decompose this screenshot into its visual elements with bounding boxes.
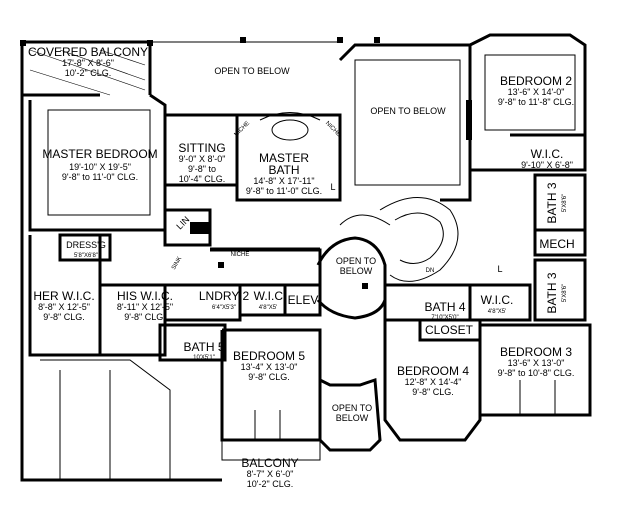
bedroom4-name: BEDROOM 4 (397, 364, 469, 378)
dressing-label: DRESS'G 5'8"X6'8" (66, 240, 106, 259)
sink-label: SINK (171, 256, 183, 271)
bedroom3-label: BEDROOM 3 13'-6" X 13'-0" 9'-8" to 10'-8… (498, 345, 575, 378)
her-wic-label: HER W.I.C. 8'-8" X 12'-5" 9'-8" CLG. (33, 289, 94, 322)
balcony-name: BALCONY (241, 456, 298, 470)
her-wic-dims: 8'-8" X 12'-5" (38, 302, 90, 312)
wic-small-dims: 4'8"X5' (259, 305, 277, 311)
master-bath-name-2: BATH (268, 163, 299, 177)
covered-balcony-dims: 17'-8" X 8'-6" (62, 58, 114, 68)
his-wic-label: HIS W.I.C. 8'-11" X 12'-5" 9'-8" CLG. (117, 289, 173, 322)
open-to-below-center: OPEN TO BELOW (370, 106, 446, 116)
bath3-top-dims: 5'X8'6" (562, 194, 568, 212)
sitting-clg-2: 10'-4" CLG. (179, 174, 225, 184)
wic-bath4-dims: 4'8"X5' (488, 309, 506, 315)
master-bedroom-name: MASTER BEDROOM (42, 147, 157, 161)
master-bath-dims: 14'-8" X 17'-11" (253, 176, 314, 186)
column-markers (20, 37, 472, 289)
open-to-below-top: OPEN TO BELOW (214, 66, 290, 76)
master-bedroom-dims: 19'-10" X 19'-5" (69, 162, 131, 172)
l-bath-label: L (330, 182, 335, 192)
l-hall-label: L (497, 264, 502, 274)
master-bath-name-1: MASTER (259, 151, 309, 165)
bedroom5-clg: 9'-8" CLG. (248, 372, 289, 382)
stair-down-label: DN (426, 268, 435, 274)
his-wic-name: HIS W.I.C. (117, 289, 173, 303)
wic-bed2-label: W.I.C. 9'-10" X 6'-8" (521, 147, 573, 170)
bath3-bottom-dims: 5'X8'6" (562, 284, 568, 302)
bedroom3-clg: 9'-8" to 10'-8" CLG. (498, 368, 575, 378)
bath4-dims: 7'10"X5'0" (431, 315, 458, 321)
niche-hall-label: NICHE (231, 252, 250, 258)
linen-label: LIN (174, 214, 191, 231)
bedroom5-dims: 13'-4" X 13'-0" (241, 362, 298, 372)
laundry2-dims: 6'4"X5'3" (212, 305, 236, 311)
bath5-dims: 10'X5'1" (193, 355, 215, 361)
sitting-name: SITTING (178, 141, 225, 155)
bedroom3-dims: 13'-6" X 13'-0" (508, 358, 565, 368)
balcony-dims: 8'-7" X 6'-0" (247, 469, 294, 479)
bedroom4-label: BEDROOM 4 12'-8" X 14'-4" 9'-8" CLG. (397, 364, 469, 397)
elevator-label: ELEV (288, 293, 319, 307)
master-bedroom-label: MASTER BEDROOM 19'-10" X 19'-5" 9'-8" to… (42, 147, 157, 182)
balcony-label: BALCONY 8'-7" X 6'-0" 10'-2" CLG. (241, 456, 298, 489)
dressing-name: DRESS'G (66, 240, 106, 250)
sitting-clg-1: 9'-8" to (188, 164, 216, 174)
covered-balcony-name: COVERED BALCONY (28, 45, 148, 59)
bedroom2-label: BEDROOM 2 13'-6" X 14'-0" 9'-8" to 11'-8… (498, 74, 574, 107)
bedroom2-dims: 13'-6" X 14'-0" (508, 87, 565, 97)
master-bath-label: MASTER BATH 14'-8" X 17'-11" 9'-8" to 11… (246, 151, 322, 196)
open-below-stair-2: BELOW (340, 266, 373, 276)
wic-bed2-dims: 9'-10" X 6'-8" (521, 160, 573, 170)
bath3-top-label: BATH 3 5'X8'6" (545, 182, 568, 223)
her-wic-clg: 9'-8" CLG. (43, 312, 84, 322)
wic-small-name: W.I.C. (254, 289, 287, 303)
open-below-bottom-2: BELOW (336, 413, 369, 423)
bath3-bottom-label: BATH 3 5'X8'6" (545, 272, 568, 313)
his-wic-clg: 9'-8" CLG. (124, 312, 165, 322)
bedroom5-label: BEDROOM 5 13'-4" X 13'-0" 9'-8" CLG. (233, 349, 305, 382)
closet-label: CLOSET (425, 323, 474, 337)
wic-bed2-name: W.I.C. (531, 147, 564, 161)
bedroom2-clg: 9'-8" to 11'-8" CLG. (498, 97, 574, 107)
covered-balcony-clg: 10'-2" CLG. (65, 68, 111, 78)
bedroom4-clg: 9'-8" CLG. (412, 387, 453, 397)
mech-label: MECH (539, 237, 574, 251)
bath3-top-name: BATH 3 (545, 182, 559, 223)
wic-small-label: W.I.C. 4'8"X5' (254, 289, 287, 311)
bedroom3-name: BEDROOM 3 (500, 345, 572, 359)
laundry2-label: LNDRY 2 6'4"X5'3" (199, 289, 250, 311)
covered-balcony-label: COVERED BALCONY 17'-8" X 8'-6" 10'-2" CL… (28, 45, 148, 78)
dressing-dims: 5'8"X6'8" (74, 253, 98, 259)
bath3-bottom-name: BATH 3 (545, 272, 559, 313)
walls (20, 33, 592, 482)
bath5-name: BATH 5 (183, 340, 224, 354)
open-below-bottom-1: OPEN TO (332, 403, 372, 413)
open-below-stair-label: OPEN TO BELOW (336, 256, 376, 276)
balcony-clg: 10'-2" CLG. (247, 479, 293, 489)
bedroom2-name: BEDROOM 2 (500, 74, 572, 88)
her-wic-name: HER W.I.C. (33, 289, 94, 303)
svg-text:LIN: LIN (174, 214, 191, 231)
bedroom4-dims: 12'-8" X 14'-4" (405, 377, 462, 387)
bath4-name: BATH 4 (424, 300, 465, 314)
sitting-dims: 9'-0" X 8'-0" (179, 154, 226, 164)
bath5-label: BATH 5 10'X5'1" (183, 340, 224, 361)
bedroom5-name: BEDROOM 5 (233, 349, 305, 363)
sitting-label: SITTING 9'-0" X 8'-0" 9'-8" to 10'-4" CL… (178, 141, 225, 184)
wic-bath4-label: W.I.C. 4'8"X5' (481, 293, 514, 315)
wic-bath4-name: W.I.C. (481, 293, 514, 307)
master-bath-clg: 9'-8" to 11'-0" CLG. (246, 186, 322, 196)
laundry2-name: LNDRY 2 (199, 289, 250, 303)
bath4-label: BATH 4 7'10"X5'0" (424, 300, 465, 321)
master-bedroom-clg: 9'-8" to 11'-0" CLG. (62, 172, 138, 182)
open-below-bottom-label: OPEN TO BELOW (332, 403, 372, 423)
his-wic-dims: 8'-11" X 12'-5" (117, 302, 173, 312)
svg-text:SINK: SINK (171, 256, 183, 271)
open-below-stair-1: OPEN TO (336, 256, 376, 266)
